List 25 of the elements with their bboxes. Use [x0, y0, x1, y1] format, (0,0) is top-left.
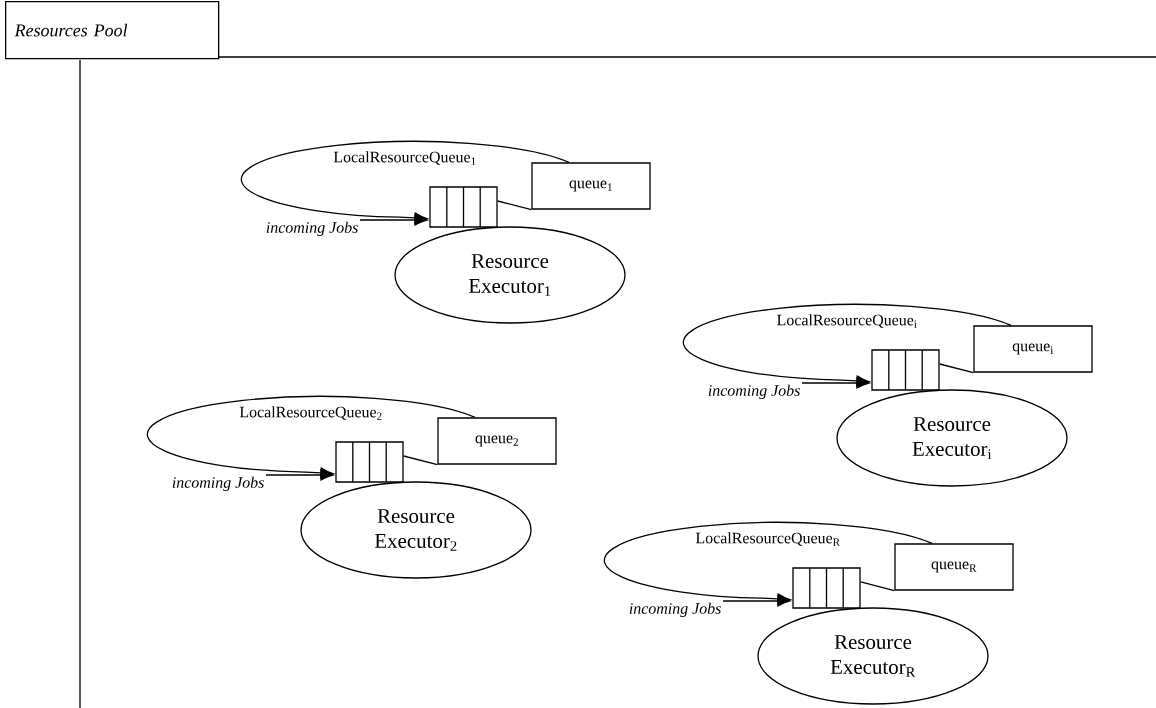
arrow [801, 377, 870, 389]
edge-label: LocalResourceQueue$_{2}$ [239, 406, 382, 420]
label-box: queue$_{1}$ [531, 162, 651, 210]
label-box: queue$_{R}$ [894, 543, 1014, 591]
input-label: incoming Jobs [629, 602, 721, 618]
connector-line [497, 200, 532, 211]
arrow [722, 595, 791, 607]
input-label: incoming Jobs [172, 476, 264, 492]
label-box: queue$_{i}$ [973, 325, 1093, 373]
connector-line [939, 363, 974, 374]
input-label: incoming Jobs [708, 384, 800, 400]
arrow [265, 469, 334, 481]
queue-symbol [429, 186, 498, 228]
queue-symbol [792, 567, 861, 609]
edge-label: LocalResourceQueue$_{R}$ [695, 532, 841, 546]
queue-symbol [335, 441, 404, 483]
queue-symbol [871, 349, 940, 391]
arrow [359, 214, 428, 226]
label-box: queue$_{2}$ [437, 417, 557, 465]
connector-line [403, 455, 438, 466]
edge-label: LocalResourceQueue$_{i}$ [777, 314, 917, 328]
title-tab: Resources Pool [5, 1, 220, 60]
input-label: incoming Jobs [266, 221, 358, 237]
edge-label: LocalResourceQueue$_{1}$ [333, 151, 476, 165]
connector-line [860, 581, 895, 592]
